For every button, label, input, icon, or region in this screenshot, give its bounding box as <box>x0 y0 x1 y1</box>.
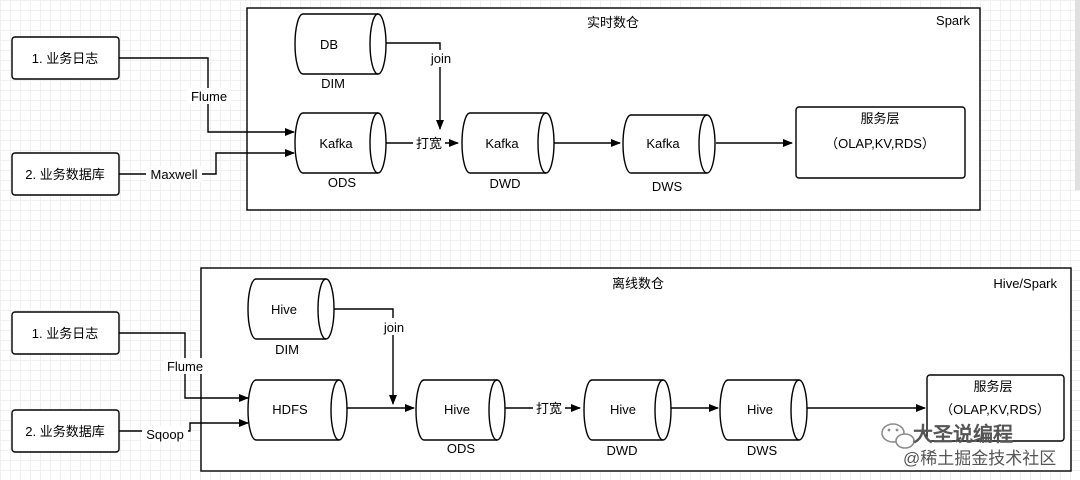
offline-service-detail: （OLAP,KV,RDS） <box>940 402 1050 417</box>
offline-dim-store: Hive <box>271 302 297 317</box>
offline-sqoop-bg <box>142 426 188 442</box>
offline-join-bg <box>378 318 408 335</box>
realtime-dim-store: DB <box>320 37 338 52</box>
realtime-join-connector <box>386 42 444 130</box>
realtime-service-layer <box>795 106 966 179</box>
realtime-flume-bg <box>187 88 231 104</box>
offline-dwd-store: Hive <box>610 402 636 417</box>
offline-join-label: join <box>383 320 404 335</box>
offline-service-layer <box>926 374 1065 442</box>
realtime-maxwell-bg <box>146 166 202 182</box>
offline-dws-store: Hive <box>747 402 773 417</box>
watermark-site: @稀土掘金技术社区 <box>903 449 1056 468</box>
realtime-service-title: 服务层 <box>860 111 899 126</box>
realtime-maxwell-label: Maxwell <box>151 167 198 182</box>
offline-source-log-label: 1. 业务日志 <box>32 326 98 341</box>
offline-hdfs-store: HDFS <box>272 402 308 417</box>
offline-flume-label: Flume <box>167 359 203 374</box>
offline-dws-cylinder <box>719 379 808 441</box>
realtime-dws-label: DWS <box>652 179 683 194</box>
realtime-ods-cylinder <box>294 112 387 174</box>
offline-join-connector <box>334 308 397 405</box>
offline-warehouse-title: 离线数仓 <box>612 276 664 291</box>
offline-flume-bg <box>163 358 207 374</box>
realtime-ods-label: ODS <box>328 175 357 190</box>
realtime-dwd-cylinder <box>461 112 555 174</box>
offline-dws-label: DWS <box>747 443 778 458</box>
realtime-warehouse-title: 实时数仓 <box>587 15 639 30</box>
offline-engine-label: Hive/Spark <box>993 276 1057 291</box>
offline-dim-cylinder <box>247 278 335 340</box>
realtime-join-bg <box>425 50 455 67</box>
realtime-widen-bg <box>413 135 445 152</box>
realtime-flume-label: Flume <box>191 89 227 104</box>
realtime-join-label: join <box>430 51 451 66</box>
offline-ods-label: ODS <box>447 441 476 456</box>
realtime-dws-cylinder <box>622 114 716 174</box>
offline-dwd-cylinder <box>583 379 672 441</box>
realtime-dws-store: Kafka <box>646 136 680 151</box>
offline-ods-store: Hive <box>444 402 470 417</box>
offline-widen-label: 打宽 <box>536 401 562 416</box>
offline-hdfs-cylinder <box>247 379 348 441</box>
realtime-widen-label: 打宽 <box>416 136 442 151</box>
realtime-source-log-label: 1. 业务日志 <box>32 51 98 66</box>
realtime-dwd-store: Kafka <box>485 136 519 151</box>
realtime-source-db-label: 2. 业务数据库 <box>25 167 104 182</box>
realtime-dim-label: DIM <box>321 76 345 91</box>
offline-service-title: 服务层 <box>973 379 1012 394</box>
offline-ods-cylinder <box>415 379 506 441</box>
offline-dim-label: DIM <box>275 342 299 357</box>
wechat-icon <box>881 423 915 449</box>
realtime-dim-cylinder <box>294 13 387 75</box>
offline-sqoop-label: Sqoop <box>146 427 184 442</box>
offline-widen-bg <box>533 400 565 417</box>
realtime-ods-store: Kafka <box>319 136 353 151</box>
scrollbar[interactable] <box>1075 0 1080 190</box>
watermark-account: 大圣说编程 <box>913 422 1013 446</box>
offline-source-db-label: 2. 业务数据库 <box>25 424 104 439</box>
realtime-dwd-label: DWD <box>489 176 520 191</box>
realtime-service-detail: （OLAP,KV,RDS） <box>825 136 935 151</box>
offline-dwd-label: DWD <box>606 443 637 458</box>
realtime-engine-label: Spark <box>936 13 970 28</box>
